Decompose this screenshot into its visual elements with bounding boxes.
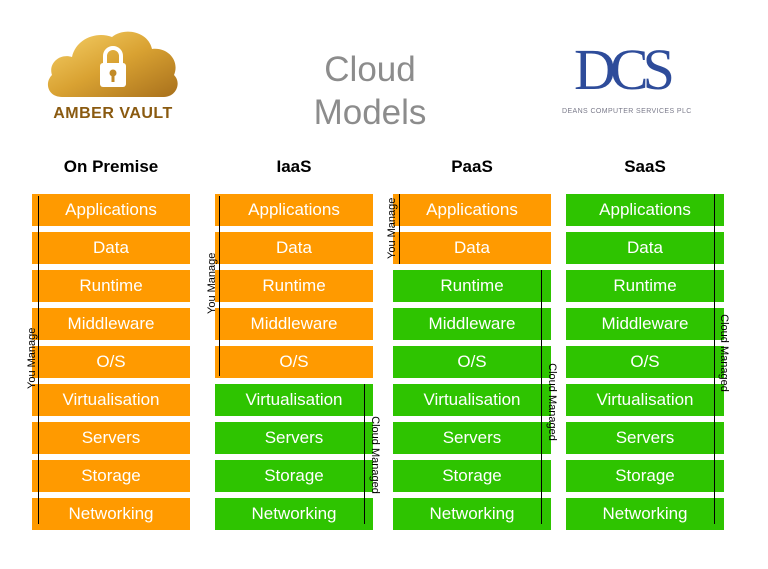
cloud-managed-label: Cloud Managed [546, 363, 558, 441]
layer-applications: Applications [566, 194, 724, 226]
layer-data: Data [32, 232, 190, 264]
layer-storage: Storage [566, 460, 724, 492]
layer-servers: Servers [393, 422, 551, 454]
bracket-line [399, 194, 400, 264]
layer-storage: Storage [32, 460, 190, 492]
layer-runtime: Runtime [215, 270, 373, 302]
bracket-line [38, 196, 39, 524]
layer-networking: Networking [566, 498, 724, 530]
layer-applications: Applications [215, 194, 373, 226]
dcs-letters: DCS [574, 37, 675, 102]
layer-middleware: Middleware [32, 308, 190, 340]
dcs-logo: DCS DEANS COMPUTER SERVICES PLC [560, 37, 700, 120]
bracket-line [714, 194, 715, 524]
layer-os: O/S [393, 346, 551, 378]
layer-middleware: Middleware [215, 308, 373, 340]
layer-virtualisation: Virtualisation [215, 384, 373, 416]
bracket-line [364, 384, 365, 524]
layer-virtualisation: Virtualisation [566, 384, 724, 416]
layer-runtime: Runtime [566, 270, 724, 302]
layer-middleware: Middleware [566, 308, 724, 340]
layer-networking: Networking [215, 498, 373, 530]
you-manage-label: You Manage [386, 197, 398, 259]
layer-applications: Applications [393, 194, 551, 226]
layer-servers: Servers [566, 422, 724, 454]
layer-data: Data [393, 232, 551, 264]
layer-data: Data [215, 232, 373, 264]
you-manage-label: You Manage [206, 252, 218, 314]
heading-iaas: IaaS [276, 157, 312, 176]
amber-vault-wordmark: AMBER VAULT [53, 105, 173, 122]
layer-storage: Storage [215, 460, 373, 492]
heading-saas: SaaS [624, 157, 666, 176]
amber-vault-logo: AMBER VAULT [44, 25, 184, 133]
cloud-lock-icon [47, 31, 178, 98]
layer-os: O/S [32, 346, 190, 378]
layer-os: O/S [566, 346, 724, 378]
layer-storage: Storage [393, 460, 551, 492]
title-line-1: Cloud [324, 50, 416, 89]
heading-on-premise: On Premise [63, 157, 159, 176]
layer-os: O/S [215, 346, 373, 378]
cloud-managed-label: Cloud Managed [718, 314, 730, 392]
layer-networking: Networking [32, 498, 190, 530]
layer-middleware: Middleware [393, 308, 551, 340]
page-title: Cloud Models [290, 48, 450, 134]
layer-virtualisation: Virtualisation [393, 384, 551, 416]
bracket-line [541, 270, 542, 524]
cloud-managed-label: Cloud Managed [369, 416, 381, 494]
title-line-2: Models [313, 93, 427, 132]
you-manage-label: You Manage [26, 327, 38, 389]
layer-data: Data [566, 232, 724, 264]
layer-runtime: Runtime [393, 270, 551, 302]
layer-networking: Networking [393, 498, 551, 530]
dcs-company-name: DEANS COMPUTER SERVICES PLC [562, 108, 692, 115]
layer-servers: Servers [215, 422, 373, 454]
layer-servers: Servers [32, 422, 190, 454]
layer-runtime: Runtime [32, 270, 190, 302]
heading-paas: PaaS [451, 157, 493, 176]
layer-applications: Applications [32, 194, 190, 226]
layer-virtualisation: Virtualisation [32, 384, 190, 416]
bracket-line [219, 196, 220, 376]
